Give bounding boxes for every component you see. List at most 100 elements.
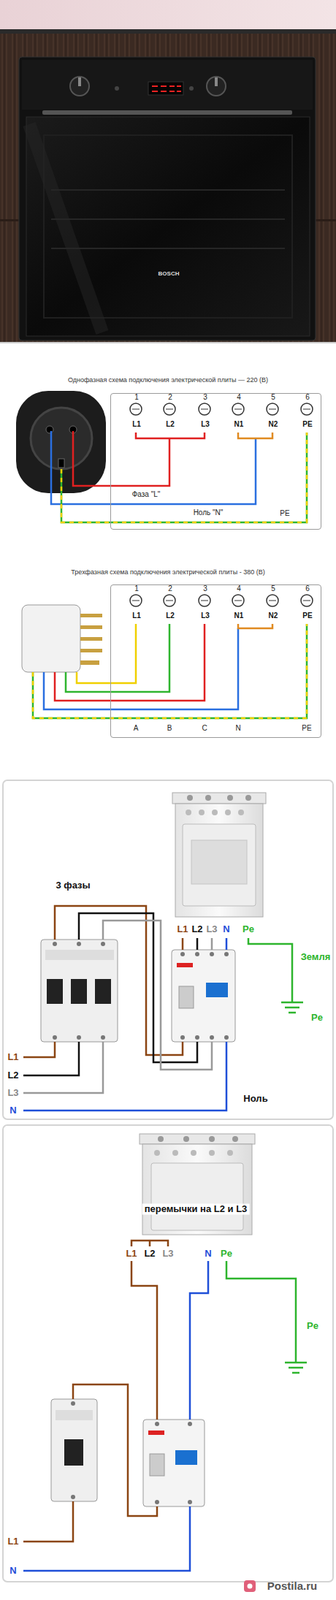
wires-1-phase-panel: [131, 1260, 158, 1420]
terminal-screws: [132, 600, 140, 602]
stove-illustration: [190, 1149, 197, 1156]
terminal-number: 5: [270, 392, 276, 402]
terminal-screws: [130, 403, 142, 415]
breaker-1-pole: [55, 1409, 93, 1420]
stove-illustration: [198, 809, 205, 816]
jumpers: [131, 1240, 168, 1247]
terminal-name: N: [222, 924, 230, 935]
wires-single-phase: [51, 430, 307, 523]
oven-photo: [214, 77, 218, 87]
phase-label: A: [133, 723, 139, 733]
input-label: L1: [7, 1536, 19, 1548]
stove-illustration: [227, 794, 234, 801]
wires-three-phase: [32, 623, 307, 719]
rcd: [143, 1419, 205, 1507]
terminal-number: 2: [168, 584, 173, 594]
rcd: [209, 951, 215, 957]
rcd: [143, 1419, 205, 1507]
wires-three-phase: [238, 623, 273, 629]
stove-illustration: [211, 809, 218, 816]
wires-3-phase-panel: [211, 937, 214, 950]
terminal-number: 5: [270, 584, 276, 594]
input-label: N: [9, 1105, 17, 1117]
terminal-number: 3: [203, 584, 208, 594]
jumper-note: перемычки на L2 и L3: [142, 1203, 250, 1215]
plug-5-pin: [80, 613, 103, 618]
phase-label: N: [235, 723, 241, 733]
plug-5-pin: [80, 660, 100, 665]
terminal-name: L1: [125, 1248, 137, 1260]
terminal-name: Pe: [242, 924, 255, 935]
plug-5-pin: [80, 625, 103, 629]
panel-frame: [2, 1124, 334, 1582]
stove-illustration: [208, 1135, 215, 1142]
wires-3-phase-panel: [196, 937, 199, 950]
stove-illustration: [224, 809, 231, 816]
rcd: [180, 1035, 185, 1040]
stove-illustration: [186, 794, 193, 801]
terminal-screws: [130, 403, 313, 415]
stove-illustration: [157, 1135, 164, 1142]
terminal-screws: [200, 600, 209, 602]
wires-1-phase-panel: [226, 1260, 296, 1363]
breaker-3-pole: [45, 949, 114, 960]
phase-label: B: [167, 723, 173, 733]
oven-photo: [78, 77, 82, 87]
breaker-3-pole: [40, 939, 118, 1042]
socket-plug: [30, 407, 93, 469]
plug-5-pin: [21, 604, 81, 672]
watermark: Postila.ru: [267, 1579, 318, 1592]
terminal-screws: [303, 600, 311, 602]
ground-label: Pe: [306, 1320, 319, 1332]
oven-photo: [42, 110, 293, 115]
wires-three-phase: [43, 628, 239, 710]
input-label: L1: [7, 1051, 19, 1063]
oven-photo: [0, 33, 336, 342]
section-title: Однофазная схема подключения электрическ…: [67, 376, 269, 384]
stove-illustration: [172, 1149, 179, 1156]
wires-three-phase: [32, 623, 307, 719]
terminal-screws: [198, 403, 211, 415]
oven-photo: [160, 90, 167, 93]
wires-3-phase-panel: [181, 937, 185, 950]
oven-photo: [169, 85, 175, 87]
wire-label: Фаза "L": [132, 490, 161, 499]
terminal-name: PE: [302, 420, 312, 429]
terminal-name: L3: [162, 1248, 174, 1260]
stove-illustration: [183, 1135, 190, 1142]
breaker-3-pole: [100, 941, 106, 946]
terminal-name: L3: [200, 611, 210, 621]
stove-illustration: [191, 840, 247, 884]
oven-photo: [151, 85, 158, 87]
terminal-name: L1: [132, 420, 141, 429]
terminal-screws: [163, 403, 176, 415]
terminal-name: N1: [234, 420, 244, 429]
stove-terminals: L1L2L3NPe: [116, 1132, 271, 1268]
terminal-name: N1: [234, 611, 244, 621]
oven-photo: [160, 85, 167, 87]
terminal-name: L2: [165, 611, 175, 621]
stove-illustration: [139, 1133, 255, 1235]
rcd: [154, 1421, 160, 1426]
stove-illustration: [151, 1162, 244, 1231]
terminal-name: PE: [302, 611, 312, 621]
wires-1-phase-panel: [23, 1260, 296, 1571]
rcd: [154, 1499, 160, 1504]
stove-illustration: [172, 792, 266, 804]
oven-photo: [21, 59, 313, 110]
ground-label: Земля: [300, 951, 331, 963]
stove-illustration: [139, 1133, 255, 1144]
oven-photo: [176, 85, 182, 87]
rcd: [224, 951, 229, 957]
wire-label: Ноль: [243, 1093, 268, 1105]
breaker-1-pole: [51, 1398, 98, 1502]
phase-label: C: [201, 723, 207, 733]
oven-photo: [70, 76, 90, 96]
stove-illustration: [182, 823, 256, 906]
terminal-screws: [198, 594, 211, 607]
oven-photo: [0, 29, 336, 34]
terminal-screws: [130, 594, 142, 607]
terminal-number: 2: [168, 392, 173, 402]
wires-3-phase-panel: [54, 905, 183, 1055]
plug-5-pin: [80, 648, 103, 653]
